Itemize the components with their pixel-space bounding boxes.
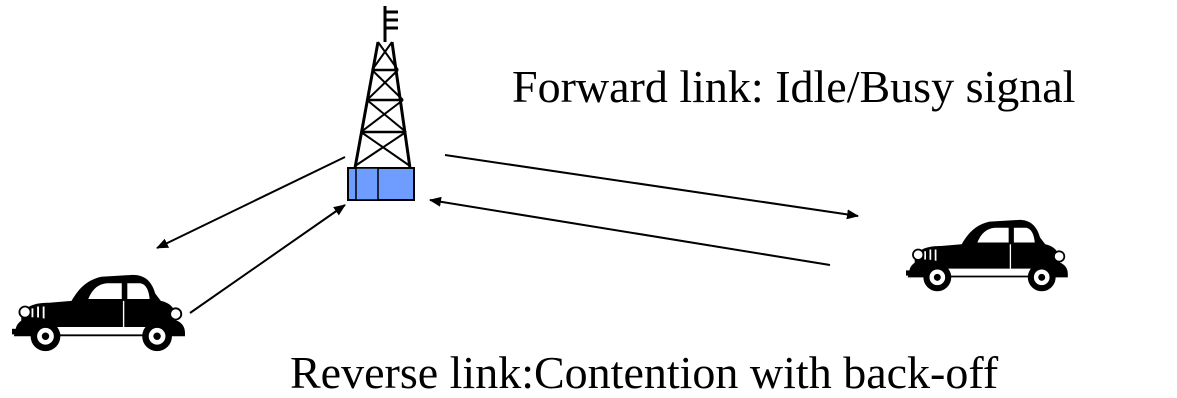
reverse-link-label: Reverse link:Contention with back-off xyxy=(290,347,999,398)
forward-link-arrow-left xyxy=(156,156,346,249)
vintage-car-icon xyxy=(905,219,1069,293)
reverse-link-arrow-right xyxy=(429,196,831,266)
vintage-car-icon xyxy=(11,273,186,353)
reverse-link-arrow-left xyxy=(189,204,346,314)
base-station-box xyxy=(347,167,415,201)
forward-link-arrow-right xyxy=(444,154,859,220)
cell-tower-icon xyxy=(353,6,412,169)
forward-link-label: Forward link: Idle/Busy signal xyxy=(512,61,1076,112)
